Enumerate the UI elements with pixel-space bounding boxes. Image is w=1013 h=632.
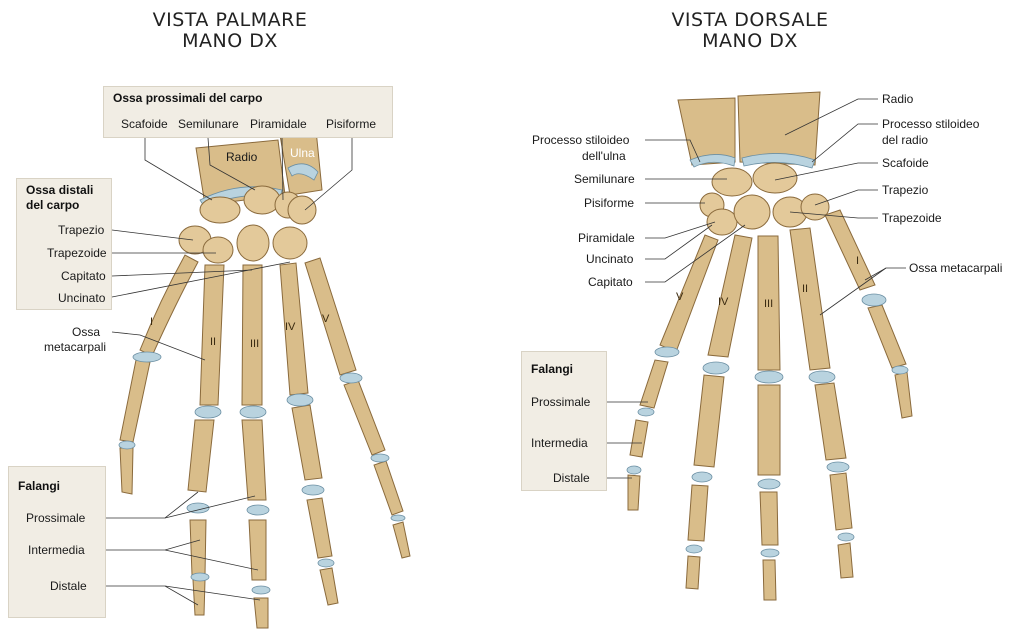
dorsal-phalanges-heading: Falangi [531,362,573,377]
label-capitato-dorsal: Capitato [588,275,633,289]
label-ulna-palmar: Ulna [290,146,315,160]
label-intermedia-dorsal: Intermedia [531,436,588,450]
proximal-carpal-heading: Ossa prossimali del carpo [113,91,262,106]
label-piramidale-palmar: Piramidale [250,117,307,131]
distal-carpal-heading-2: del carpo [26,198,79,213]
label-distale-palmar: Distale [50,579,87,593]
palmar-title-line1: VISTA PALMARE [120,10,340,31]
dorsal-roman-4: IV [718,296,729,308]
dorsal-roman-5: V [676,291,684,303]
label-uncinato-palmar: Uncinato [58,291,105,305]
label-intermedia-palmar: Intermedia [28,543,85,557]
label-ossa-metacarpali-dorsal: Ossa metacarpali [909,261,1002,275]
label-scafoide-palmar: Scafoide [121,117,168,131]
label-radio-palmar: Radio [226,150,257,164]
label-distale-dorsal: Distale [553,471,590,485]
dorsal-title-line1: VISTA DORSALE [640,10,860,31]
label-semilunare-dorsal: Semilunare [574,172,635,186]
label-trapezio-dorsal: Trapezio [882,183,928,197]
palmar-roman-2: II [210,336,216,348]
label-piramidale-dorsal: Piramidale [578,231,635,245]
palmar-roman-5: V [322,313,330,325]
label-metacarpal-palmar-1: Ossa [72,325,100,339]
palmar-hand-bones: I II III IV V [119,130,410,628]
dorsal-roman-3: III [764,298,773,310]
label-trapezoide-dorsal: Trapezoide [882,211,942,225]
palmar-phalanges-heading: Falangi [18,479,60,494]
label-uncinato-dorsal: Uncinato [586,252,633,266]
distal-carpal-heading-1: Ossa distali [26,183,93,198]
label-processo-stiloideo-radio-2: del radio [882,133,928,147]
label-capitato-palmar: Capitato [61,269,106,283]
palmar-title: VISTA PALMARE MANO DX [120,10,340,52]
dorsal-hand-bones: V IV III II I [627,92,912,600]
dorsal-roman-2: II [802,283,808,295]
label-semilunare-palmar: Semilunare [178,117,239,131]
palmar-title-line2: MANO DX [120,31,340,52]
label-scafoide-dorsal: Scafoide [882,156,929,170]
label-prossimale-palmar: Prossimale [26,511,85,525]
label-trapezio-palmar: Trapezio [58,223,104,237]
label-processo-stiloideo-radio-1: Processo stiloideo [882,117,979,131]
palmar-roman-3: III [250,338,259,350]
label-pisiforme-dorsal: Pisiforme [584,196,634,210]
label-radio-dorsal: Radio [882,92,913,106]
label-prossimale-dorsal: Prossimale [531,395,590,409]
label-pisiforme-palmar: Pisiforme [326,117,376,131]
dorsal-title-line2: MANO DX [640,31,860,52]
dorsal-title: VISTA DORSALE MANO DX [640,10,860,52]
dorsal-roman-1: I [856,255,859,267]
label-metacarpal-palmar-2: metacarpali [44,340,106,354]
label-processo-stiloideo-ulna-1: Processo stiloideo [532,133,629,147]
palmar-roman-1: I [150,316,153,328]
label-trapezoide-palmar: Trapezoide [47,246,107,260]
palmar-roman-4: IV [285,321,296,333]
label-processo-stiloideo-ulna-2: dell'ulna [582,149,626,163]
